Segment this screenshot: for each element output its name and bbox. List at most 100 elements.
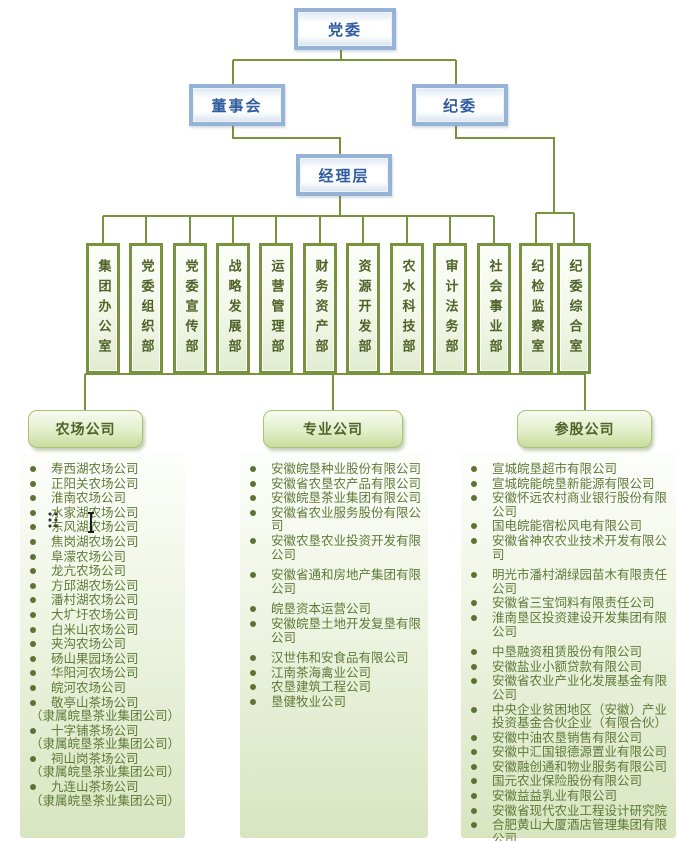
group-header-farm-companies: 农场公司 bbox=[28, 410, 143, 448]
affiliation-note: （隶属皖垦茶业集团公司） bbox=[30, 792, 181, 808]
bullet-icon bbox=[250, 466, 256, 472]
company-name: 安徽中油农垦销售有限公司 bbox=[492, 729, 643, 745]
affiliation-note: （隶属皖垦茶业集团公司） bbox=[30, 708, 181, 724]
bullet-icon bbox=[250, 698, 256, 705]
company-list-item: 安徽省通和房地产集团有限公司 bbox=[250, 568, 426, 595]
bullet-icon bbox=[30, 699, 36, 706]
bullet-icon bbox=[250, 620, 256, 627]
bullet-icon bbox=[471, 678, 477, 685]
company-name: 白米山农场公司 bbox=[51, 621, 139, 637]
bullet-icon bbox=[250, 537, 256, 544]
bullet-icon bbox=[250, 509, 256, 516]
bullet-icon bbox=[471, 793, 477, 800]
company-name: 大圹圩农场公司 bbox=[51, 606, 139, 622]
bullet-icon bbox=[471, 807, 477, 814]
company-name: 农垦建筑工程公司 bbox=[271, 679, 372, 695]
bullet-icon bbox=[471, 614, 477, 621]
company-name: 方邱湖农场公司 bbox=[51, 577, 139, 593]
company-list-item: 中央企业贫困地区（安徽）产业投资基金合伙企业（有限合伙） bbox=[471, 702, 674, 730]
company-name: 安徽省三宝饲料有限责任公司 bbox=[492, 595, 655, 611]
company-list-item: 正阳关农场公司 bbox=[30, 475, 183, 491]
company-list-item: 大圹圩农场公司 bbox=[30, 608, 183, 622]
company-name: 安徽省农业产业化发展基金有限公司 bbox=[492, 673, 668, 702]
company-name: 皖河农场公司 bbox=[51, 679, 127, 695]
company-name: 安徽益益乳业有限公司 bbox=[492, 788, 618, 804]
bullet-icon bbox=[250, 684, 256, 691]
company-list-item: 祠山岗茶场公司（隶属皖垦茶业集团公司） bbox=[30, 752, 183, 779]
company-list-item: 寿西湖农场公司 bbox=[30, 462, 183, 476]
company-list-item: 合肥黄山大厦酒店管理集团有限公司 bbox=[471, 818, 674, 841]
company-name: 合肥黄山大厦酒店管理集团有限公司 bbox=[492, 817, 668, 841]
bullet-icon bbox=[30, 784, 36, 791]
bullet-icon bbox=[250, 495, 256, 502]
company-name: 汉世伟和安食品有限公司 bbox=[271, 650, 409, 666]
company-name: 安徽省农业服务股份有限公司 bbox=[271, 504, 422, 534]
company-name: 国元农业保险股份有限公司 bbox=[492, 773, 643, 789]
company-list-item: 明光市潘村湖绿园苗木有限责任公司 bbox=[471, 568, 674, 595]
company-name: 江南茶海禽业公司 bbox=[271, 664, 372, 680]
company-name: 宣城皖垦超市有限公司 bbox=[492, 461, 618, 476]
company-list-item: 方邱湖农场公司 bbox=[30, 579, 183, 593]
company-list-item: 垦健牧业公司 bbox=[250, 695, 426, 709]
company-name: 明光市潘村湖绿园苗木有限责任公司 bbox=[492, 567, 668, 596]
company-name: 皖垦资本运营公司 bbox=[271, 601, 372, 617]
bullet-icon bbox=[250, 669, 256, 676]
company-list-item: 皖河农场公司 bbox=[30, 681, 183, 695]
dept-box-agri-water-tech: 农水科技部 bbox=[390, 243, 424, 374]
bullet-icon bbox=[471, 822, 477, 829]
company-list-item: 白米山农场公司 bbox=[30, 621, 183, 637]
company-name: 淮南农场公司 bbox=[51, 490, 127, 506]
company-list-item: 东风湖农场公司 bbox=[30, 520, 183, 534]
company-list-item: 华阳河农场公司 bbox=[30, 666, 183, 680]
company-name: 安徽省农垦农产品有限公司 bbox=[271, 475, 422, 491]
affiliation-note: （隶属皖垦茶业集团公司） bbox=[30, 764, 181, 780]
company-name: 敬亭山茶场公司 bbox=[51, 694, 139, 710]
bullet-icon bbox=[30, 553, 36, 560]
company-list-item: 淮南农场公司 bbox=[30, 491, 183, 505]
company-name: 祠山岗茶场公司 bbox=[51, 750, 139, 766]
bullet-icon bbox=[30, 480, 36, 487]
bullet-icon bbox=[250, 572, 256, 579]
company-name: 九连山茶场公司 bbox=[51, 779, 139, 795]
company-name: 焦岗湖农场公司 bbox=[51, 533, 139, 549]
company-name: 龙亢农场公司 bbox=[51, 563, 127, 579]
special-companies-list: 安徽皖垦种业股份有限公司 安徽省农垦农产品有限公司 安徽皖垦茶业集团有限公司 安… bbox=[240, 453, 428, 709]
company-list-item: 安徽中油农垦销售有限公司 bbox=[471, 731, 674, 745]
connector-lines bbox=[84, 42, 586, 410]
bullet-icon bbox=[250, 655, 256, 662]
company-list-item: 安徽省农业产业化发展基金有限公司 bbox=[471, 674, 674, 701]
company-list-item: 潘村湖农场公司 bbox=[30, 593, 183, 607]
bullet-icon bbox=[250, 480, 256, 487]
group-header-special-companies: 专业公司 bbox=[263, 410, 403, 448]
bullet-icon bbox=[471, 778, 477, 785]
company-list-item: 淮南垦区投资建设开发集团有限公司 bbox=[471, 611, 674, 638]
bullet-icon bbox=[30, 611, 36, 618]
company-list-item: 江南茶海禽业公司 bbox=[250, 666, 426, 680]
company-list-item: 安徽融创通和物业服务有限公司 bbox=[471, 760, 674, 774]
company-list-item: 安徽农垦农业投资开发有限公司 bbox=[250, 534, 426, 561]
dept-box-discipline-inspection-office: 纪检监察室 bbox=[519, 243, 553, 374]
bullet-icon bbox=[250, 606, 256, 613]
company-name: 砀山果园场公司 bbox=[51, 650, 139, 666]
company-list-item: 安徽皖垦茶业集团有限公司 bbox=[250, 491, 426, 505]
company-name: 潘村湖农场公司 bbox=[51, 592, 139, 608]
company-name: 东风湖农场公司 bbox=[51, 519, 139, 535]
company-name: 安徽皖垦种业股份有限公司 bbox=[271, 461, 422, 476]
dept-box-social-affairs: 社会事业部 bbox=[477, 243, 511, 374]
company-name: 安徽皖垦土地开发复垦有限公司 bbox=[271, 615, 422, 645]
company-list-item: 焦岗湖农场公司 bbox=[30, 535, 183, 549]
dept-box-finance-assets: 财务资产部 bbox=[303, 243, 337, 374]
company-name: 国电皖能宿松风电有限公司 bbox=[492, 518, 643, 534]
company-list-item: 龙亢农场公司 bbox=[30, 564, 183, 578]
bullet-icon bbox=[30, 466, 36, 472]
bullet-icon bbox=[30, 524, 36, 531]
bullet-icon bbox=[30, 538, 36, 545]
company-list-item: 安徽中汇国银德源置业有限公司 bbox=[471, 745, 674, 759]
company-name: 安徽盐业小额贷款有限公司 bbox=[492, 658, 643, 674]
company-name: 正阳关农场公司 bbox=[51, 475, 139, 491]
bullet-icon bbox=[30, 727, 36, 734]
bullet-icon bbox=[471, 763, 477, 770]
bullet-icon bbox=[30, 655, 36, 662]
text-cursor-artifact bbox=[87, 512, 95, 533]
